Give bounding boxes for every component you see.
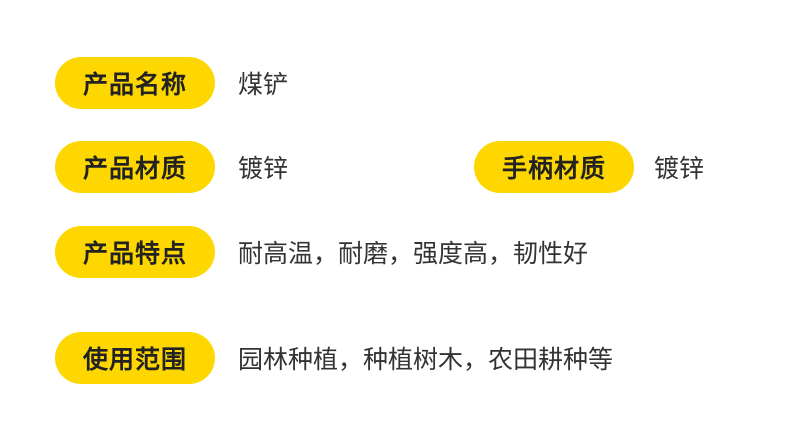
label-pill-product-features: 产品特点 xyxy=(55,226,215,278)
value-handle-material: 镀锌 xyxy=(654,154,705,183)
value-product-material: 镀锌 xyxy=(238,154,289,183)
label-pill-product-material: 产品材质 xyxy=(55,141,215,193)
value-usage-scope: 园林种植，种植树木，农田耕种等 xyxy=(238,345,614,374)
label-pill-handle-material: 手柄材质 xyxy=(474,141,634,193)
value-product-features: 耐高温，耐磨，强度高，韧性好 xyxy=(238,239,589,268)
label-pill-usage-scope: 使用范围 xyxy=(55,332,215,384)
label-pill-product-name: 产品名称 xyxy=(55,57,215,109)
value-product-name: 煤铲 xyxy=(238,70,289,99)
